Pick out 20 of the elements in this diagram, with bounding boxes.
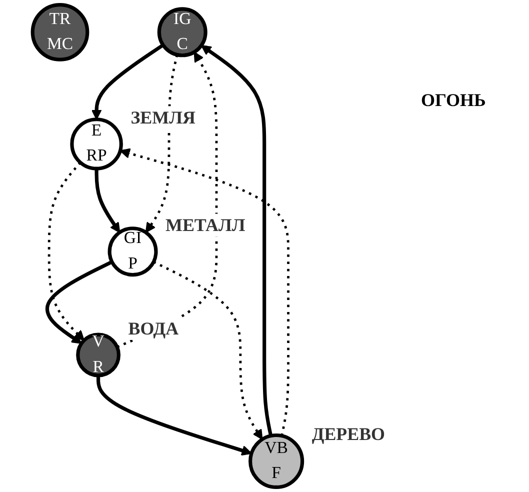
arrow [91,44,164,120]
element-name: ЗЕМЛЯ [130,108,196,128]
element-name: ОГОНЬ [421,90,487,111]
node-circle: VB F [248,433,304,489]
element-name: ДЕРЕВО [312,424,386,444]
node-circle: IG C [157,7,208,58]
arrow [145,54,178,233]
node-circle: GI P [108,226,158,277]
node-circle: TR MC [30,3,90,62]
arrow [120,148,290,436]
arrow [153,260,263,440]
node-circle: E RP [70,118,123,170]
element-name: ВОДА [128,318,179,339]
element-name: МЕТАЛЛ [166,215,246,236]
arrow [200,44,273,436]
arrow [48,162,84,341]
node-circle: V R [76,332,120,378]
arrow [94,168,120,233]
arrow [96,375,252,456]
arrow [45,260,113,344]
